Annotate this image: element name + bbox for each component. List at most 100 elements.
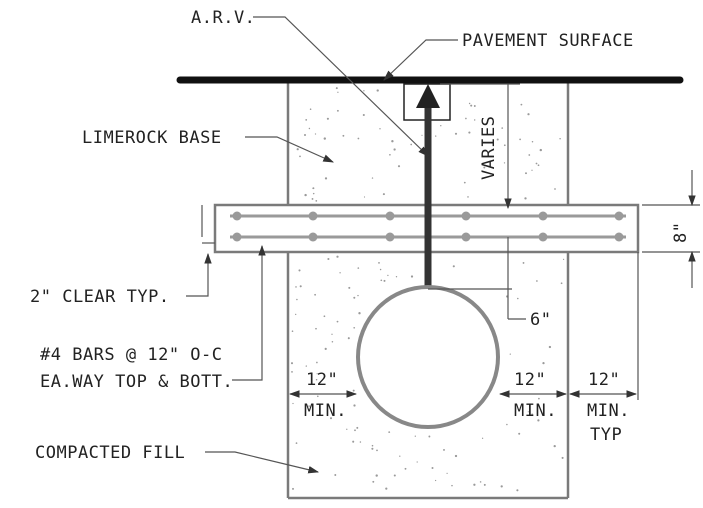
rebar-dot [461,232,471,242]
fill-speck [334,474,337,476]
fill-speck [357,267,360,269]
fill-speck [520,103,523,106]
fill-speck [431,467,434,469]
leader-lines [186,16,458,474]
outer-clearance-dim: 12" [588,370,620,390]
fill-speck [506,423,508,426]
fill-speck [304,193,307,197]
fill-speck [389,153,391,156]
fill-speck [346,428,348,430]
pipe [356,285,500,429]
fill-speck [291,371,293,373]
fill-speck [435,135,437,137]
fill-speck [314,293,316,296]
fill-speck [531,413,534,416]
fill-speck [454,132,458,135]
fill-speck [528,154,531,156]
fill-speck [443,448,445,451]
fill-speck [309,108,312,110]
fill-speck [434,479,437,482]
limerock-base-label: LIMEROCK BASE [82,128,222,148]
fill-speck [553,444,556,448]
pavement-surface-label: PAVEMENT SURFACE [462,31,634,51]
fill-speck [421,134,423,136]
fill-speck [354,429,356,432]
fill-speck [522,261,525,264]
fill-speck [516,489,519,492]
fill-speck [440,125,442,127]
fill-speck [496,138,499,141]
fill-speck [446,472,448,475]
fill-speck [399,455,401,457]
fill-speck [336,320,339,323]
fill-speck [537,419,540,422]
fill-speck [331,340,334,343]
fill-speck [524,197,527,200]
fill-speck [509,353,511,355]
fill-speck [463,181,466,184]
fill-speck [501,127,504,129]
fill-speck [465,117,467,120]
fill-speck [481,437,484,439]
fill-speck [561,456,564,459]
fill-speck [317,395,319,398]
fill-speck [357,294,359,297]
fill-speck [379,128,381,130]
fill-speck [336,109,339,112]
fill-speck [378,262,380,264]
fill-speck [316,361,318,364]
fill-speck [383,279,386,282]
arv-label: A.R.V. [191,8,255,28]
fill-speck [387,274,389,277]
clear-typ-label: 2" CLEAR TYP. [30,287,170,307]
fill-speck [500,485,503,488]
fill-speck [352,389,355,392]
fill-speck [452,265,455,268]
fill-speck [363,90,365,92]
fill-speck [473,105,476,107]
fill-speck [327,257,330,261]
fill-speck [395,276,398,278]
fill-speck [531,169,533,171]
fill-speck [503,162,506,164]
fill-speck [353,404,356,407]
fill-speck [315,200,318,202]
bars-label-line2: EA.WAY TOP & BOTT. [40,372,233,392]
fill-speck [358,312,361,315]
fill-speck [298,269,301,272]
fill-speck [388,431,391,433]
fill-speck [296,298,298,301]
fill-speck [308,127,311,130]
fill-speck [503,144,506,147]
rebar-dot [614,211,624,221]
fill-speck [542,361,545,365]
fill-speck [380,279,383,282]
fill-speck [527,411,529,413]
six-inch-label: 6" [530,310,551,330]
fill-speck [342,134,345,137]
fill-speck [295,442,298,444]
varies-label: VARIES [479,116,499,180]
fill-speck [379,268,382,271]
fill-speck [525,172,527,175]
fill-speck [347,337,350,340]
fill-speck [385,487,388,490]
fill-speck [336,255,339,258]
fill-speck [299,285,302,288]
fill-speck [371,447,374,450]
fill-speck [371,444,374,447]
rebar-dot [232,211,242,221]
fill-speck [323,137,326,140]
fill-speck [393,474,396,477]
fill-speck [516,297,519,300]
fill-speck [311,197,314,200]
fill-speck [348,286,351,289]
dimension-lines [288,83,700,400]
rebar-dot [385,211,395,221]
fill-speck [363,196,366,198]
fill-speck [559,138,561,140]
fill-speck [410,275,414,278]
fill-speck [335,87,338,90]
left-clearance-min: MIN. [304,401,347,421]
fill-speck [292,487,294,490]
